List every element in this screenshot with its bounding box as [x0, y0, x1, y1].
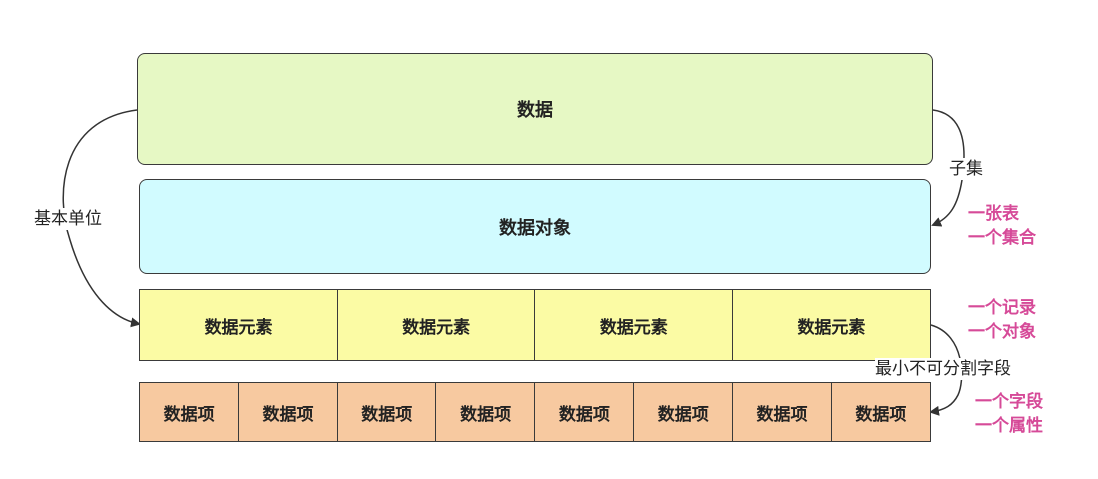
data-item-label: 数据项: [361, 404, 413, 425]
object-note: 一张表 一个集合: [968, 202, 1036, 250]
data-item-label: 数据项: [855, 404, 907, 425]
data-element-label: 数据元素: [599, 317, 668, 338]
object-note-line1: 一张表: [968, 204, 1019, 224]
data-box-label: 数据: [517, 100, 553, 121]
data-box: 数据: [137, 53, 933, 165]
smallest-field-label: 最小不可分割字段: [875, 358, 1011, 380]
data-object-box: 数据对象: [139, 179, 931, 274]
data-item-label: 数据项: [163, 404, 215, 425]
data-item-cell: 数据项: [336, 382, 437, 442]
item-note-line1: 一个字段: [975, 392, 1043, 412]
smallest-field-arrow: [929, 324, 963, 416]
data-element-cell: 数据元素: [139, 289, 339, 361]
data-element-label: 数据元素: [204, 317, 273, 338]
data-item-label: 数据项: [657, 404, 709, 425]
data-object-box-label: 数据对象: [499, 217, 571, 239]
data-element-cell: 数据元素: [731, 289, 931, 361]
data-element-cell: 数据元素: [336, 289, 536, 361]
data-item-label: 数据项: [558, 404, 610, 425]
data-item-cell: 数据项: [534, 382, 635, 442]
basic-unit-label: 基本单位: [34, 208, 102, 230]
data-item-cell: 数据项: [435, 382, 536, 442]
data-item-label: 数据项: [262, 404, 314, 425]
data-item-label: 数据项: [756, 404, 808, 425]
item-note: 一个字段 一个属性: [975, 390, 1043, 438]
data-element-label: 数据元素: [797, 317, 866, 338]
basic-unit-arrow: [62, 109, 141, 328]
data-item-cell: 数据项: [830, 382, 931, 442]
data-items-row: 数据项 数据项 数据项 数据项 数据项 数据项 数据项 数据项: [139, 382, 931, 442]
data-item-cell: 数据项: [633, 382, 734, 442]
item-note-line2: 一个属性: [975, 416, 1043, 436]
data-item-cell: 数据项: [139, 382, 240, 442]
data-element-cell: 数据元素: [534, 289, 734, 361]
data-elements-row: 数据元素 数据元素 数据元素 数据元素: [139, 289, 931, 361]
data-element-label: 数据元素: [402, 317, 471, 338]
data-item-cell: 数据项: [237, 382, 339, 442]
element-note-line1: 一个记录: [968, 298, 1036, 318]
object-note-line2: 一个集合: [968, 228, 1036, 248]
data-item-cell: 数据项: [731, 382, 833, 442]
data-item-label: 数据项: [460, 404, 512, 425]
element-note: 一个记录 一个对象: [968, 296, 1036, 344]
element-note-line2: 一个对象: [968, 322, 1036, 342]
subset-label: 子集: [949, 158, 983, 180]
